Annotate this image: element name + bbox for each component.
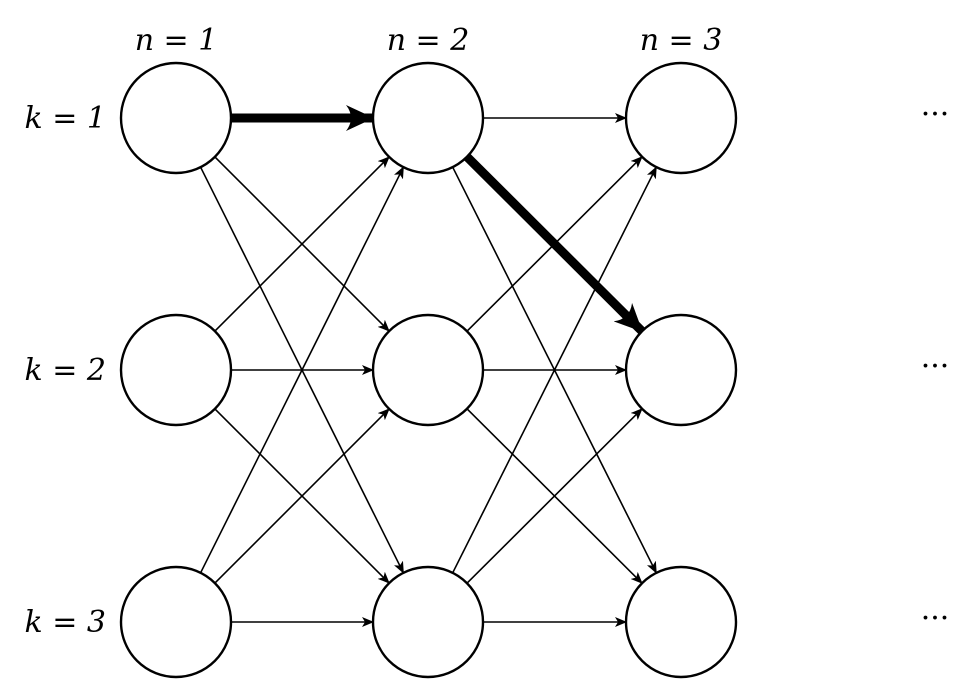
- column-label-n1: n = 1: [135, 23, 218, 58]
- node-n1k3: [119, 565, 233, 679]
- edge-n2k3-n3k1: [451, 166, 658, 574]
- node-n2k3: [371, 565, 485, 679]
- edge-n2k3-n3k2: [466, 408, 643, 584]
- row-label-k1: k = 1: [25, 101, 106, 136]
- continuation-dots-k3: ···: [921, 601, 950, 636]
- continuation-dots-k1: ···: [921, 97, 950, 132]
- edge-n1k3-n2k2: [214, 408, 390, 584]
- row-label-k2: k = 2: [25, 353, 106, 388]
- column-label-n3: n = 3: [640, 23, 723, 58]
- labels-layer: n = 1 n = 2 n = 3 k = 1 k = 2 k = 3 ··· …: [25, 23, 950, 640]
- edge-n1k3-n2k1: [199, 166, 405, 574]
- column-label-n2: n = 2: [387, 23, 470, 58]
- nodes-layer: [119, 61, 738, 679]
- node-n2k1: [371, 61, 485, 175]
- row-label-k3: k = 3: [25, 605, 106, 640]
- node-n1k2: [119, 313, 233, 427]
- node-n3k3: [624, 565, 738, 679]
- node-n1k1: [119, 61, 233, 175]
- edge-n1k2-n2k1: [214, 156, 390, 332]
- node-n3k2: [624, 313, 738, 427]
- continuation-dots-k2: ···: [921, 349, 950, 384]
- node-n3k1: [624, 61, 738, 175]
- edge-n2k2-n3k1: [466, 156, 643, 332]
- edges-layer: [199, 105, 658, 627]
- node-n2k2: [371, 313, 485, 427]
